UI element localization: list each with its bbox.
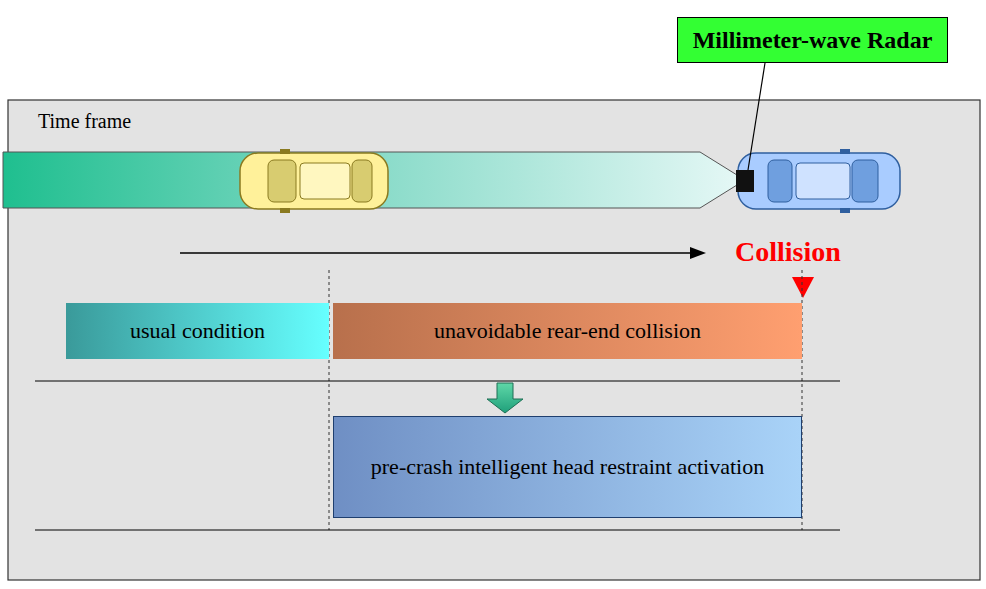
time-arrow [180,252,695,254]
collision-marker [792,277,814,298]
collision-label: Collision [735,236,841,268]
yellow-car [240,149,388,213]
activation-box: pre-crash intelligent head restraint act… [333,416,802,518]
radar-box: Millimeter-wave Radar [677,17,948,63]
node-text: usual condition [130,318,265,344]
row-line [35,381,840,382]
time-frame-label: Time frame [38,110,131,133]
time-arrowhead [690,247,706,259]
row-line [35,530,840,531]
node-text: unavoidable rear-end collision [434,318,701,344]
node-text: Millimeter-wave Radar [693,26,933,55]
leader-line [748,63,765,170]
blue-car [736,149,900,213]
time-band [3,152,745,208]
phase-box: usual condition [66,303,329,359]
phase-box: unavoidable rear-end collision [333,303,802,359]
block-arrow [487,383,523,413]
radar-unit [736,170,754,192]
node-text: pre-crash intelligent head restraint act… [371,454,764,480]
